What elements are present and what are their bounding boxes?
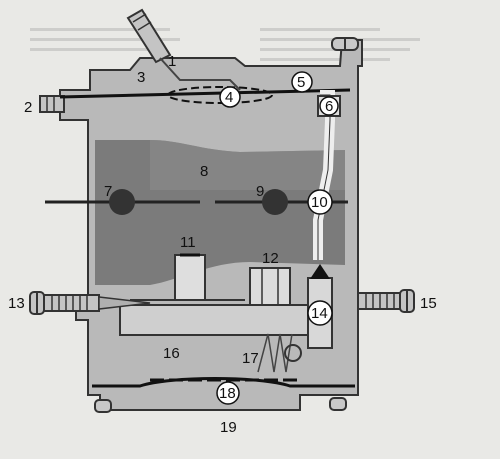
part-labels: 1 2 3 4 5 6 7 8 9 10 11 12 13 14 15 16 1… [8, 53, 437, 436]
label-3: 3 [137, 69, 145, 86]
label-7: 7 [104, 183, 112, 200]
choke-valve [109, 189, 135, 215]
label-17: 17 [242, 350, 259, 367]
label-16: 16 [163, 345, 180, 362]
main-jet-block [249, 267, 291, 309]
label-14: 14 [311, 305, 328, 322]
main-mixture-screw [357, 289, 415, 313]
label-circle-6 [319, 96, 339, 116]
label-12: 12 [262, 250, 279, 267]
label-11: 11 [180, 234, 196, 251]
label-2: 2 [24, 99, 32, 116]
label-circle-4 [219, 86, 241, 108]
label-circle-5 [291, 71, 313, 93]
metering-chamber [119, 304, 321, 336]
idle-jet [174, 253, 206, 301]
label-6: 6 [325, 98, 333, 115]
pump-diaphragm [167, 86, 273, 104]
fuel-channel-top [159, 57, 241, 91]
label-9: 9 [256, 183, 264, 200]
label-5: 5 [297, 74, 305, 91]
metering-lever-pivot [284, 344, 302, 362]
bottom-cover-screws [94, 397, 347, 413]
label-1: 1 [168, 53, 176, 70]
label-13: 13 [8, 295, 25, 312]
label-8: 8 [200, 163, 208, 180]
idle-mixture-screw [29, 291, 151, 315]
label-18: 18 [219, 385, 236, 402]
label-circle-14 [307, 300, 333, 326]
label-15: 15 [420, 295, 437, 312]
venturi-upper-shade [150, 140, 345, 190]
label-circle-18 [216, 381, 240, 405]
label-4: 4 [225, 89, 233, 106]
label-10: 10 [311, 194, 328, 211]
throttle-valve [262, 189, 288, 215]
fuel-inlet-nipple [126, 8, 172, 64]
impulse-nipple [39, 95, 65, 113]
metering-spring [257, 333, 293, 373]
top-screw [331, 37, 359, 51]
label-19: 19 [220, 419, 237, 436]
label-circle-10 [307, 189, 333, 215]
